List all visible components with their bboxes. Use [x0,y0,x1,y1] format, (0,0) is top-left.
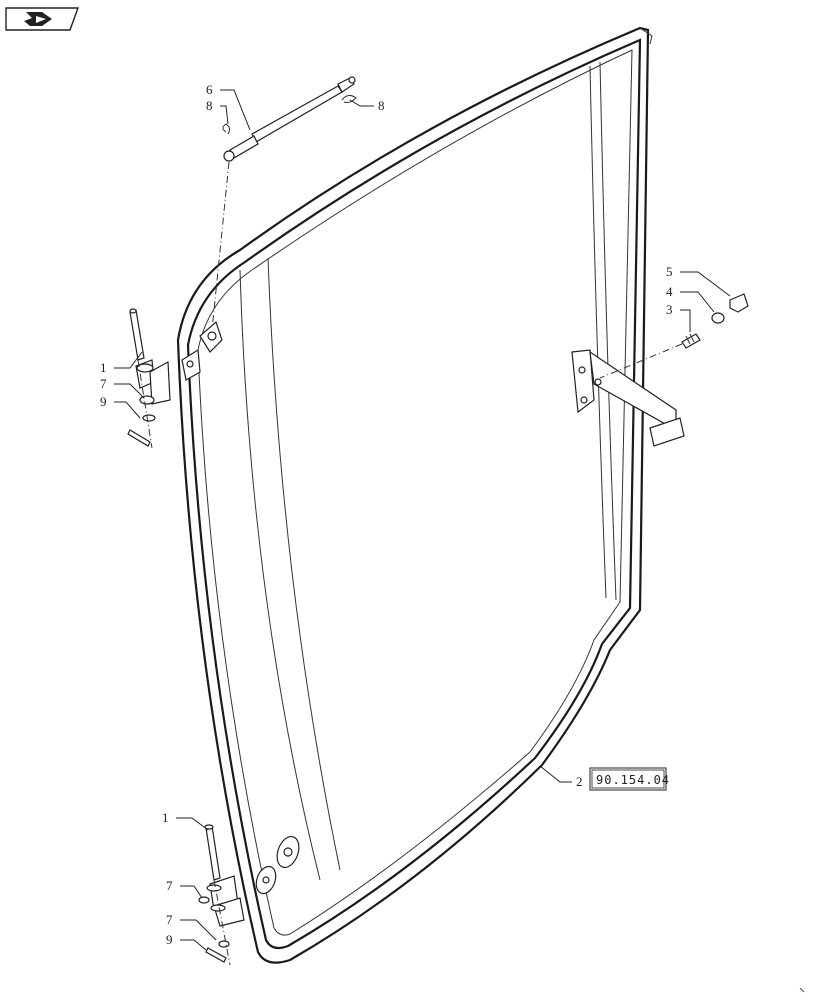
reference-label: 90.154.04 [596,773,670,787]
latch-nut [729,293,749,313]
gas-strut [223,76,356,162]
back-arrow-icon[interactable] [5,7,79,31]
retaining-clip-left [222,123,231,135]
latch-washer [711,312,725,324]
callout-3: 3 [666,302,673,317]
callout-8-left: 8 [206,98,213,113]
callout-9-upper: 9 [100,394,107,409]
callout-7-upper: 7 [100,376,107,391]
door-latch-bracket [571,349,685,447]
callout-5: 5 [666,264,673,279]
callout-8-right: 8 [378,98,385,113]
glass-pads [255,835,300,895]
callout-7-lower-b: 7 [166,912,173,927]
retaining-clip-right [341,94,357,103]
callout-7-lower-a: 7 [166,878,173,893]
hinge-pin-upper [127,429,151,447]
callout-4: 4 [666,284,673,299]
door-glass-panel [176,26,653,964]
leader-lines [114,89,731,951]
lower-hinge [198,824,245,966]
latch-screw [681,333,701,349]
reference-link[interactable]: 90.154.04 [589,767,670,791]
callout-1-upper: 1 [100,360,107,375]
callout-2: 2 [576,774,583,789]
callout-9-lower: 9 [166,932,173,947]
corner-mark [799,987,805,993]
hinge-pin-lower [205,947,227,963]
upper-hinge [129,308,171,449]
callout-6: 6 [206,82,213,97]
callout-1-lower: 1 [162,810,169,825]
upper-strut-bracket [181,320,223,381]
